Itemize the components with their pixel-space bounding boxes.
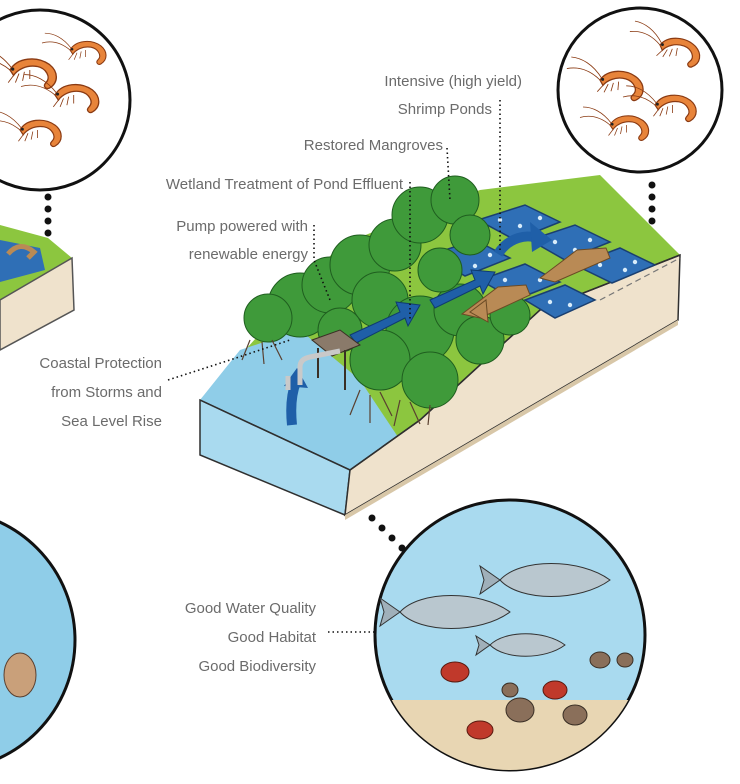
top-right-shrimp-circle (556, 6, 724, 174)
bottom-left-habitat-circle (0, 520, 77, 760)
top-left-shrimp-circle (0, 8, 132, 192)
flow-arrows (284, 222, 611, 426)
leader-dots-top-left (44, 193, 52, 237)
label-shrimp-ponds-line1: Intensive (high yield) (384, 73, 522, 90)
fish-icon (379, 595, 511, 629)
bottom-right-habitat-circle (373, 498, 647, 772)
label-pump-line1: Pump powered with (176, 218, 308, 235)
label-pump-line2: renewable energy (188, 246, 308, 263)
label-coastal-line2: from Storms and (51, 384, 162, 401)
label-habitat: Good Habitat (227, 629, 316, 646)
label-coastal-line3: Sea Level Rise (61, 413, 162, 430)
mangrove-roots (241, 339, 431, 427)
label-shrimp-ponds-line2: Shrimp Ponds (397, 101, 492, 118)
label-water-quality: Good Water Quality (184, 600, 316, 617)
leader-dots-bottom (368, 514, 406, 552)
label-coastal-line1: Coastal Protection (39, 355, 162, 372)
crab-icon (440, 661, 568, 740)
fish-icon (475, 633, 566, 657)
rocks (501, 651, 634, 726)
label-restored-mangroves: Restored Mangroves (303, 137, 443, 154)
label-wetland-treatment: Wetland Treatment of Pond Effluent (165, 176, 403, 193)
label-biodiversity: Good Biodiversity (198, 658, 316, 675)
fish-icon (479, 563, 611, 597)
left-partial-landform (0, 225, 75, 351)
pump-structure (285, 329, 362, 390)
